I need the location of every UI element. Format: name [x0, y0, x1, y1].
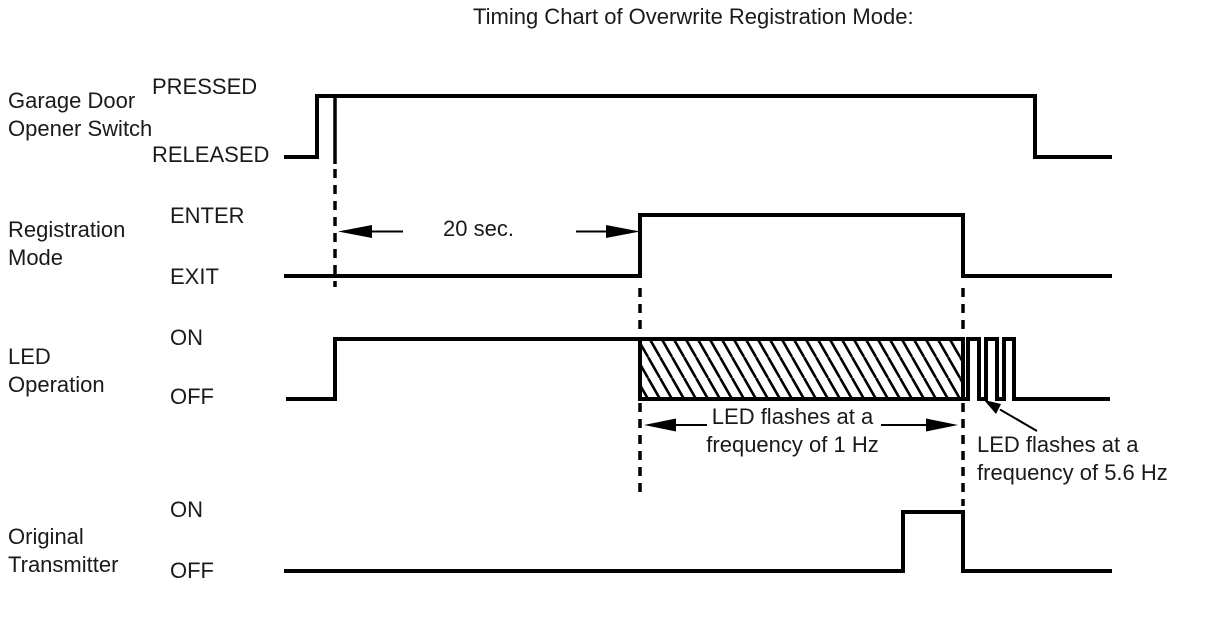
- delay-right-arrowhead-icon: [606, 225, 640, 238]
- signal-label-line: Transmitter: [8, 552, 119, 577]
- flash56hz-annotation: LED flashes at a frequency of 5.6 Hz: [977, 431, 1168, 487]
- led-5hz-pulse-train: [963, 337, 1110, 401]
- flash1hz-annotation-line: frequency of 1 Hz: [706, 432, 879, 457]
- level-label-transmitter-off: OFF: [170, 558, 214, 583]
- signal-label-line: Opener Switch: [8, 116, 153, 141]
- delay-annotation: 20 sec.: [443, 216, 514, 241]
- flash1hz-annotation-line: LED flashes at a: [711, 404, 874, 429]
- transmitter-waveform: [284, 510, 1112, 573]
- flash1hz-right-arrowhead-icon: [926, 418, 958, 432]
- level-label-enter: ENTER: [170, 203, 245, 228]
- level-label-exit: EXIT: [170, 264, 219, 289]
- signal-label-line: LED: [8, 344, 51, 369]
- flash56hz-annotation-line: frequency of 5.6 Hz: [977, 460, 1168, 485]
- led-1hz-hatched-region: [638, 337, 965, 401]
- level-label-transmitter-on: ON: [170, 497, 203, 522]
- page-title: Timing Chart of Overwrite Registration M…: [473, 4, 914, 29]
- flash56hz-annotation-line: LED flashes at a: [977, 432, 1139, 457]
- flash1hz-annotation: LED flashes at a frequency of 1 Hz: [700, 403, 885, 459]
- signal-label-line: Operation: [8, 372, 105, 397]
- signal-label-garage-door-opener-switch: Garage Door Opener Switch: [8, 87, 152, 143]
- signal-label-led-operation: LED Operation: [8, 343, 105, 399]
- signal-label-line: Garage Door: [8, 88, 136, 113]
- registration-waveform: [284, 213, 1112, 278]
- led-waveform-left: [286, 337, 642, 401]
- flash1hz-left-arrowhead-icon: [644, 418, 676, 432]
- flash56hz-arrow-tail: [999, 408, 1038, 432]
- signal-label-line: Mode: [8, 245, 64, 270]
- signal-label-original-transmitter: Original Transmitter: [8, 523, 118, 579]
- signal-label-line: Registration: [8, 217, 126, 242]
- level-label-pressed: PRESSED: [152, 74, 258, 99]
- level-label-led-on: ON: [170, 325, 203, 350]
- switch-waveform: [284, 94, 1112, 159]
- delay-left-arrowhead-icon: [338, 225, 372, 238]
- level-label-led-off: OFF: [170, 384, 214, 409]
- level-label-released: RELEASED: [152, 142, 270, 167]
- flash56hz-arrowhead-icon: [984, 400, 1001, 414]
- signal-label-line: Original: [8, 524, 84, 549]
- signal-label-registration-mode: Registration Mode: [8, 216, 125, 272]
